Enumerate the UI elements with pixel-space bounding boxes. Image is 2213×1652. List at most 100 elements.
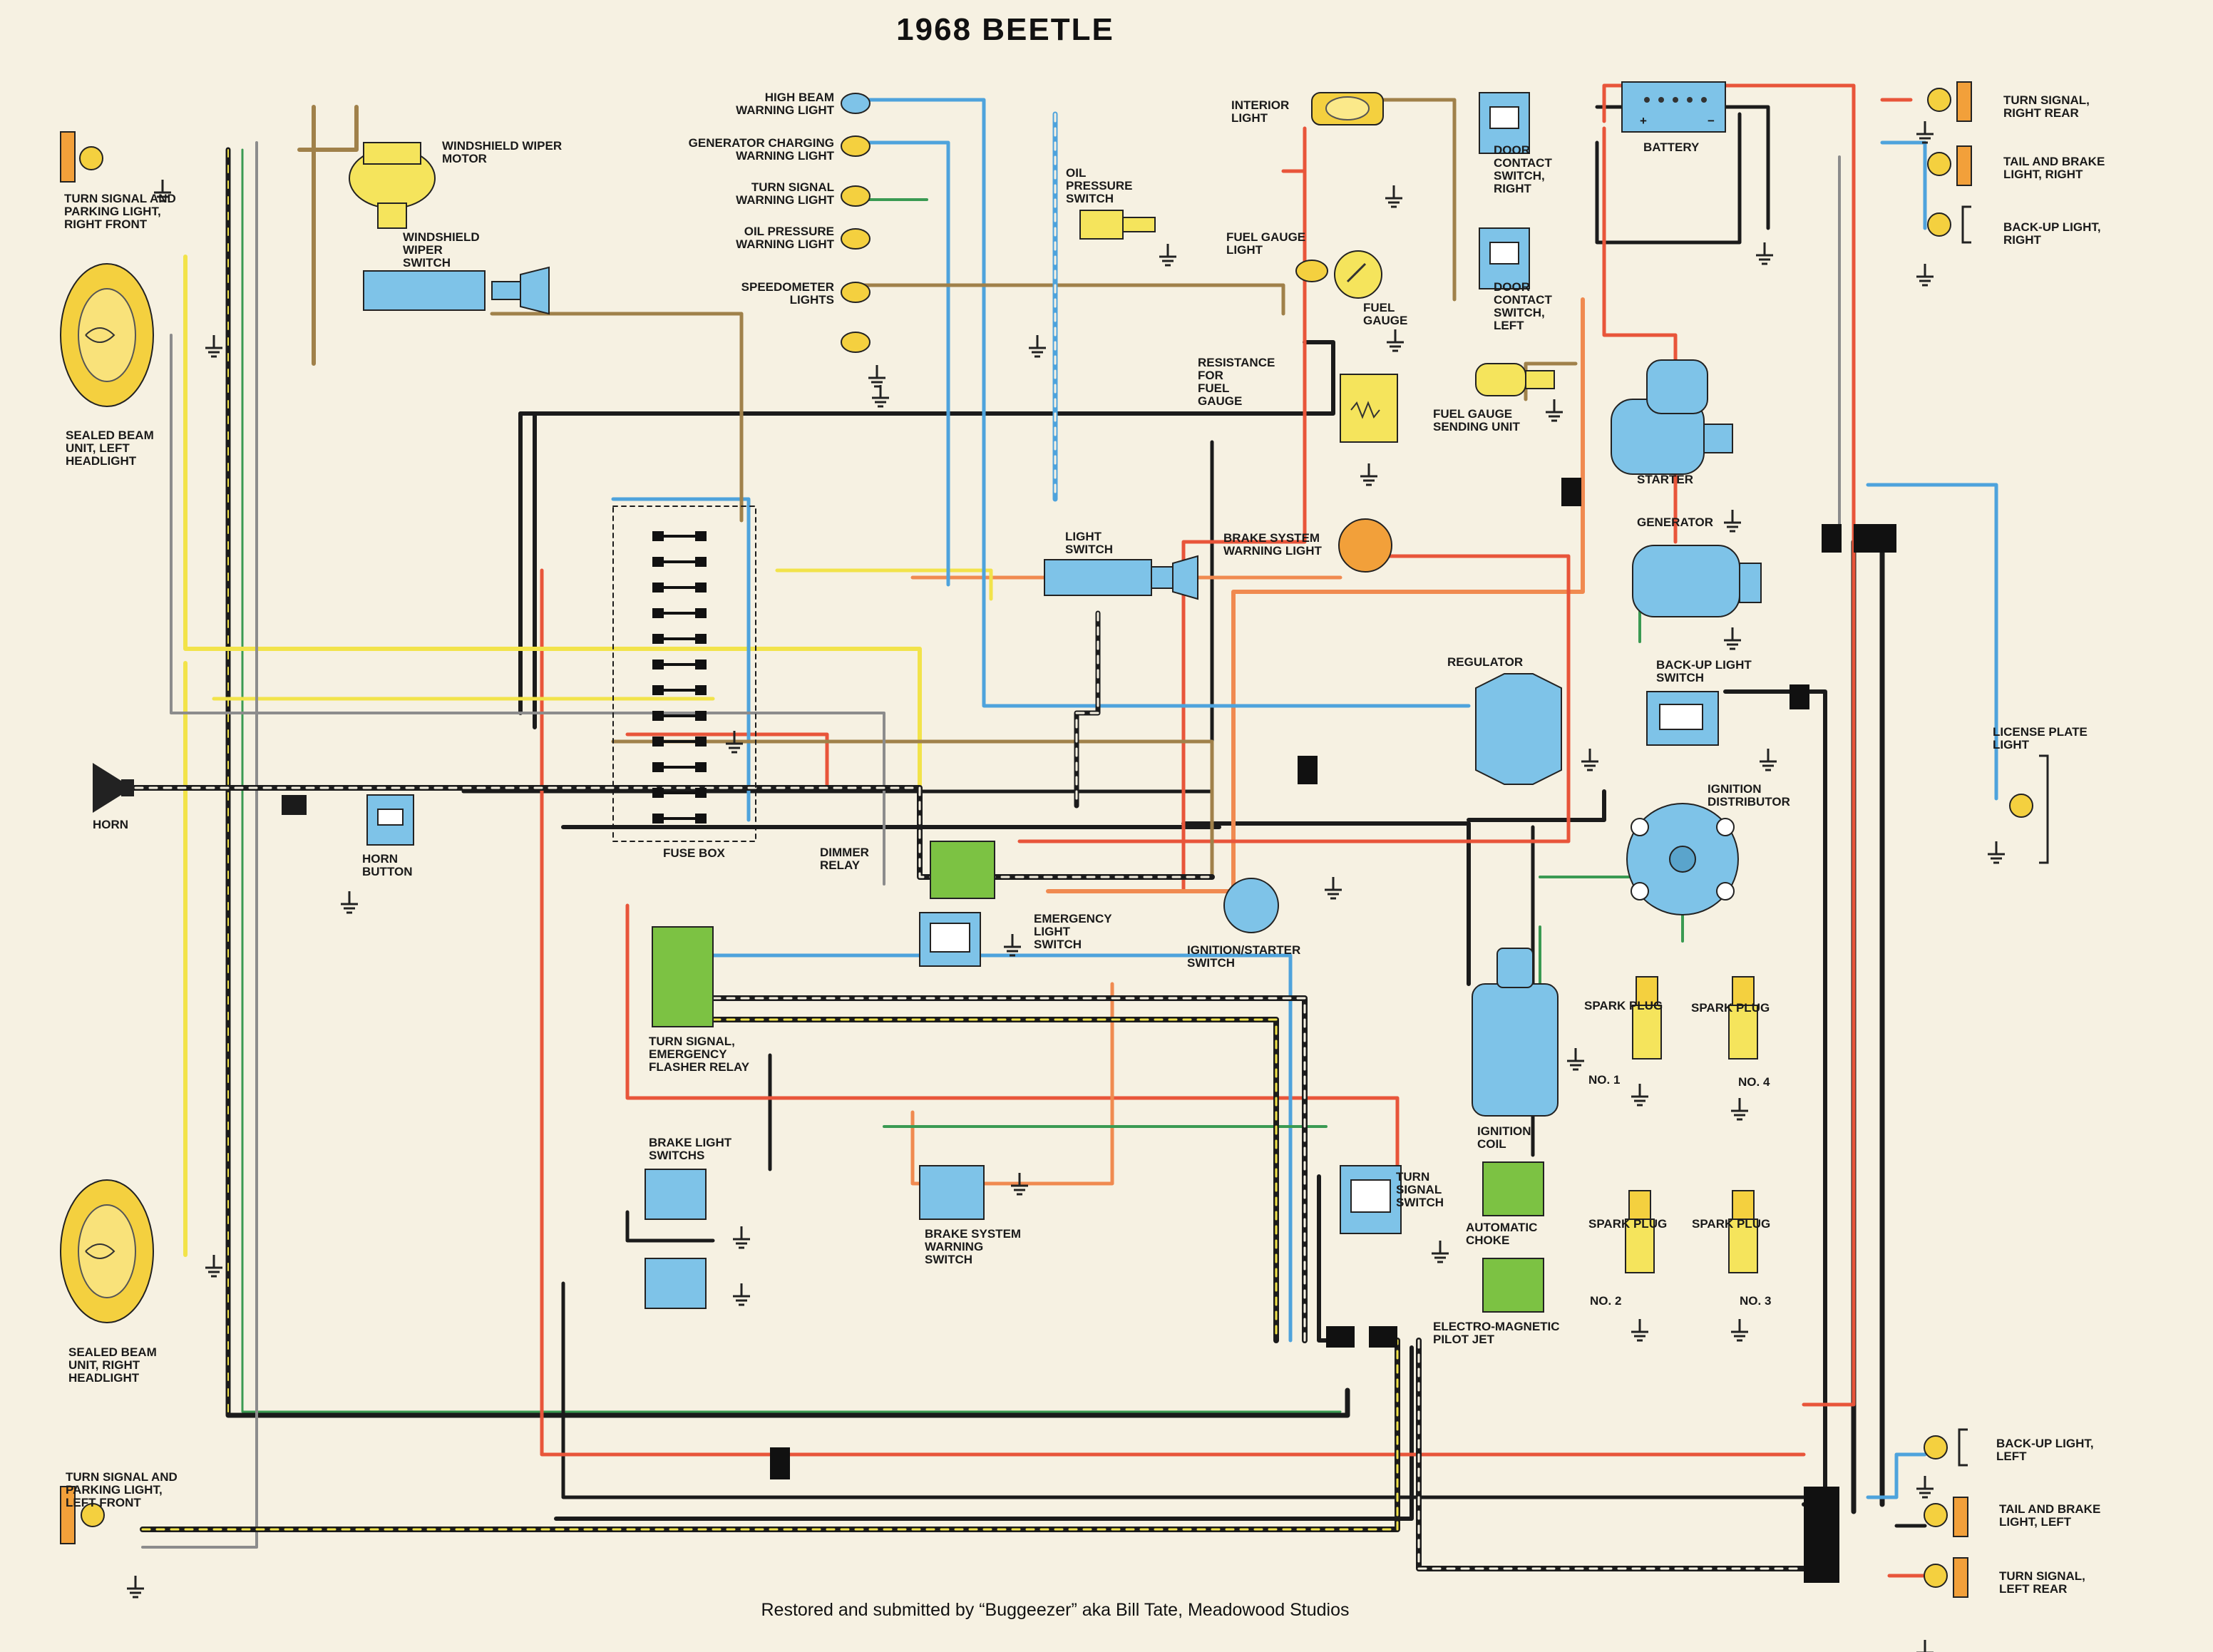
horn bbox=[93, 763, 134, 813]
label-line: BACK-UP LIGHT bbox=[1656, 658, 1752, 672]
label-line: PILOT JET bbox=[1433, 1333, 1495, 1346]
label-line: LEFT REAR bbox=[1999, 1582, 2067, 1596]
label-line: REGULATOR bbox=[1447, 655, 1523, 669]
turn-signal-emergency-flasher-relay bbox=[652, 926, 714, 1027]
regulator bbox=[1475, 673, 1562, 785]
label-line: SWITCH bbox=[403, 256, 451, 270]
ground-icon bbox=[1631, 1319, 1648, 1342]
ground-icon bbox=[872, 385, 889, 408]
wire-black-rear-bottom bbox=[554, 1345, 1414, 1521]
label-turn-signal-left-rear: TURN SIGNAL,LEFT REAR bbox=[1999, 1569, 2085, 1596]
ground-icon bbox=[1432, 1241, 1449, 1263]
wire-black-distributor bbox=[1467, 789, 1606, 822]
ground-icon bbox=[1731, 1098, 1748, 1121]
label-line: EMERGENCY bbox=[649, 1047, 727, 1061]
ground-icon bbox=[733, 1226, 750, 1249]
label-line: BRAKE SYSTEM bbox=[1223, 531, 1320, 545]
ignition-starter-switch bbox=[1223, 878, 1279, 933]
wire-red-regulator bbox=[1017, 554, 1571, 843]
ground-icon bbox=[1916, 1476, 1934, 1499]
wire-black-resistance-feed bbox=[518, 340, 1335, 416]
connector-rear-left bbox=[1804, 1487, 1839, 1583]
ground-icon bbox=[1988, 841, 2005, 864]
label-line: OIL PRESSURE bbox=[744, 225, 834, 238]
ground-icon bbox=[1916, 264, 1934, 287]
fuse bbox=[652, 583, 707, 592]
spark-plug-3 bbox=[1728, 1190, 1758, 1273]
label-line: HEADLIGHT bbox=[66, 454, 137, 468]
fuse bbox=[652, 608, 707, 618]
label-line: SWITCH bbox=[1396, 1196, 1444, 1209]
label-line: BRAKE SYSTEM bbox=[925, 1227, 1021, 1241]
wire-black-brake-switch bbox=[625, 1210, 715, 1243]
spark-plug-4 bbox=[1728, 976, 1758, 1060]
spark-plug-2 bbox=[1625, 1190, 1655, 1273]
label-line: SWITCH bbox=[1656, 671, 1704, 684]
label-line: IGNITION bbox=[1708, 782, 1762, 796]
label-line: WARNING LIGHT bbox=[736, 193, 834, 207]
connector-blocks bbox=[770, 478, 1896, 1583]
wire-orange-main bbox=[1046, 297, 1585, 893]
label-line: BACK-UP LIGHT, bbox=[1996, 1437, 2094, 1450]
turn-signal-warning-light bbox=[841, 185, 871, 207]
label-line: FUEL GAUGE bbox=[1226, 230, 1305, 244]
brake-light-switch-lower bbox=[645, 1258, 707, 1309]
label-line: TURN SIGNAL AND bbox=[66, 1470, 178, 1484]
connector-ignition bbox=[1298, 756, 1318, 784]
wire-yellow-headlight-left bbox=[183, 255, 922, 865]
ground-icon bbox=[1581, 749, 1598, 771]
label-line: LIGHTS bbox=[790, 293, 834, 307]
ground-icon bbox=[1004, 934, 1021, 957]
tail-and-brake-light-left bbox=[1924, 1497, 1968, 1537]
wire-black-coil bbox=[1181, 821, 1471, 986]
wire-flasher-stripe-2 bbox=[712, 1018, 1278, 1342]
label-regulator: REGULATOR bbox=[1447, 655, 1523, 669]
ground-icon bbox=[1724, 510, 1741, 533]
automatic-choke bbox=[1482, 1161, 1544, 1216]
horn-button bbox=[366, 794, 414, 846]
wire-horn-stripe bbox=[106, 786, 1213, 878]
label-line: SWITCH bbox=[1066, 192, 1114, 205]
label-line: LIGHT bbox=[1226, 243, 1263, 257]
ground-icon bbox=[1360, 463, 1377, 486]
ground-icon bbox=[1760, 749, 1777, 771]
sealed-beam-right-headlight bbox=[60, 1179, 154, 1323]
label-line: TURN SIGNAL, bbox=[2003, 93, 2090, 107]
label-line: TAIL AND BRAKE bbox=[1999, 1502, 2100, 1516]
fuse bbox=[652, 711, 707, 721]
label-line: WIPER bbox=[403, 243, 443, 257]
fuse bbox=[652, 557, 707, 567]
label-line: NO. 2 bbox=[1590, 1294, 1621, 1308]
connector-rear-right-2 bbox=[1854, 524, 1896, 553]
label-line: ELECTRO-MAGNETIC bbox=[1433, 1320, 1560, 1333]
label-line: FUEL bbox=[1363, 301, 1395, 314]
tail-and-brake-light-right bbox=[1927, 145, 1972, 186]
label-line: OIL bbox=[1066, 166, 1086, 180]
label-line: WARNING LIGHT bbox=[1223, 544, 1322, 558]
label-line: TAIL AND BRAKE bbox=[2003, 155, 2105, 168]
label-line: HORN bbox=[93, 818, 128, 831]
label-line: WARNING LIGHT bbox=[736, 149, 834, 163]
label-line: RIGHT FRONT bbox=[64, 217, 148, 231]
label-line: DOOR bbox=[1494, 143, 1530, 157]
connector-turn-2 bbox=[1369, 1326, 1397, 1348]
connector-turn-1 bbox=[1326, 1326, 1355, 1348]
label-line: SWITCHS bbox=[649, 1149, 704, 1162]
label-line: STARTER bbox=[1637, 473, 1693, 486]
